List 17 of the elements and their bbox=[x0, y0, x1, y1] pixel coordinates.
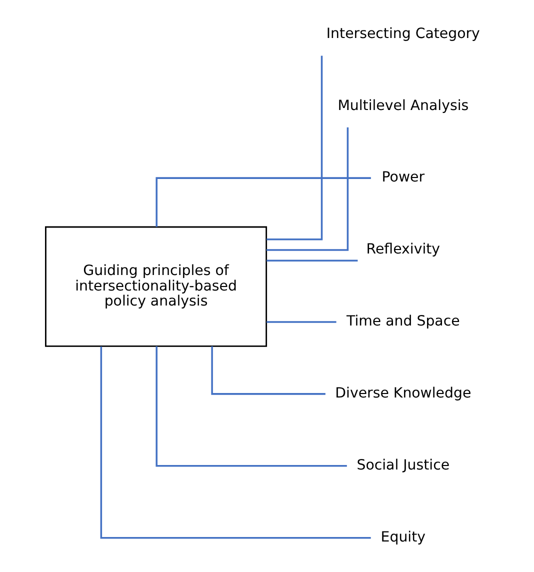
node-box: Guiding principles of intersectionality-based policy analysis bbox=[44, 226, 267, 347]
node-text: Time and Space bbox=[346, 314, 460, 330]
node-text: Intersecting Category bbox=[326, 26, 480, 42]
node-text: Equity bbox=[380, 530, 426, 546]
node-text: Social Justice bbox=[356, 458, 450, 474]
connector bbox=[266, 321, 336, 323]
connector bbox=[100, 346, 370, 539]
connector bbox=[266, 260, 358, 262]
node-text: Power bbox=[381, 170, 424, 186]
node-text: Reflexivity bbox=[366, 242, 440, 258]
connector bbox=[155, 177, 370, 227]
node-text: Diverse Knowledge bbox=[334, 386, 471, 402]
node-text: Multilevel Analysis bbox=[337, 98, 468, 114]
connector bbox=[210, 346, 325, 395]
connector bbox=[266, 127, 348, 251]
connector bbox=[266, 56, 322, 240]
connector bbox=[155, 346, 346, 467]
